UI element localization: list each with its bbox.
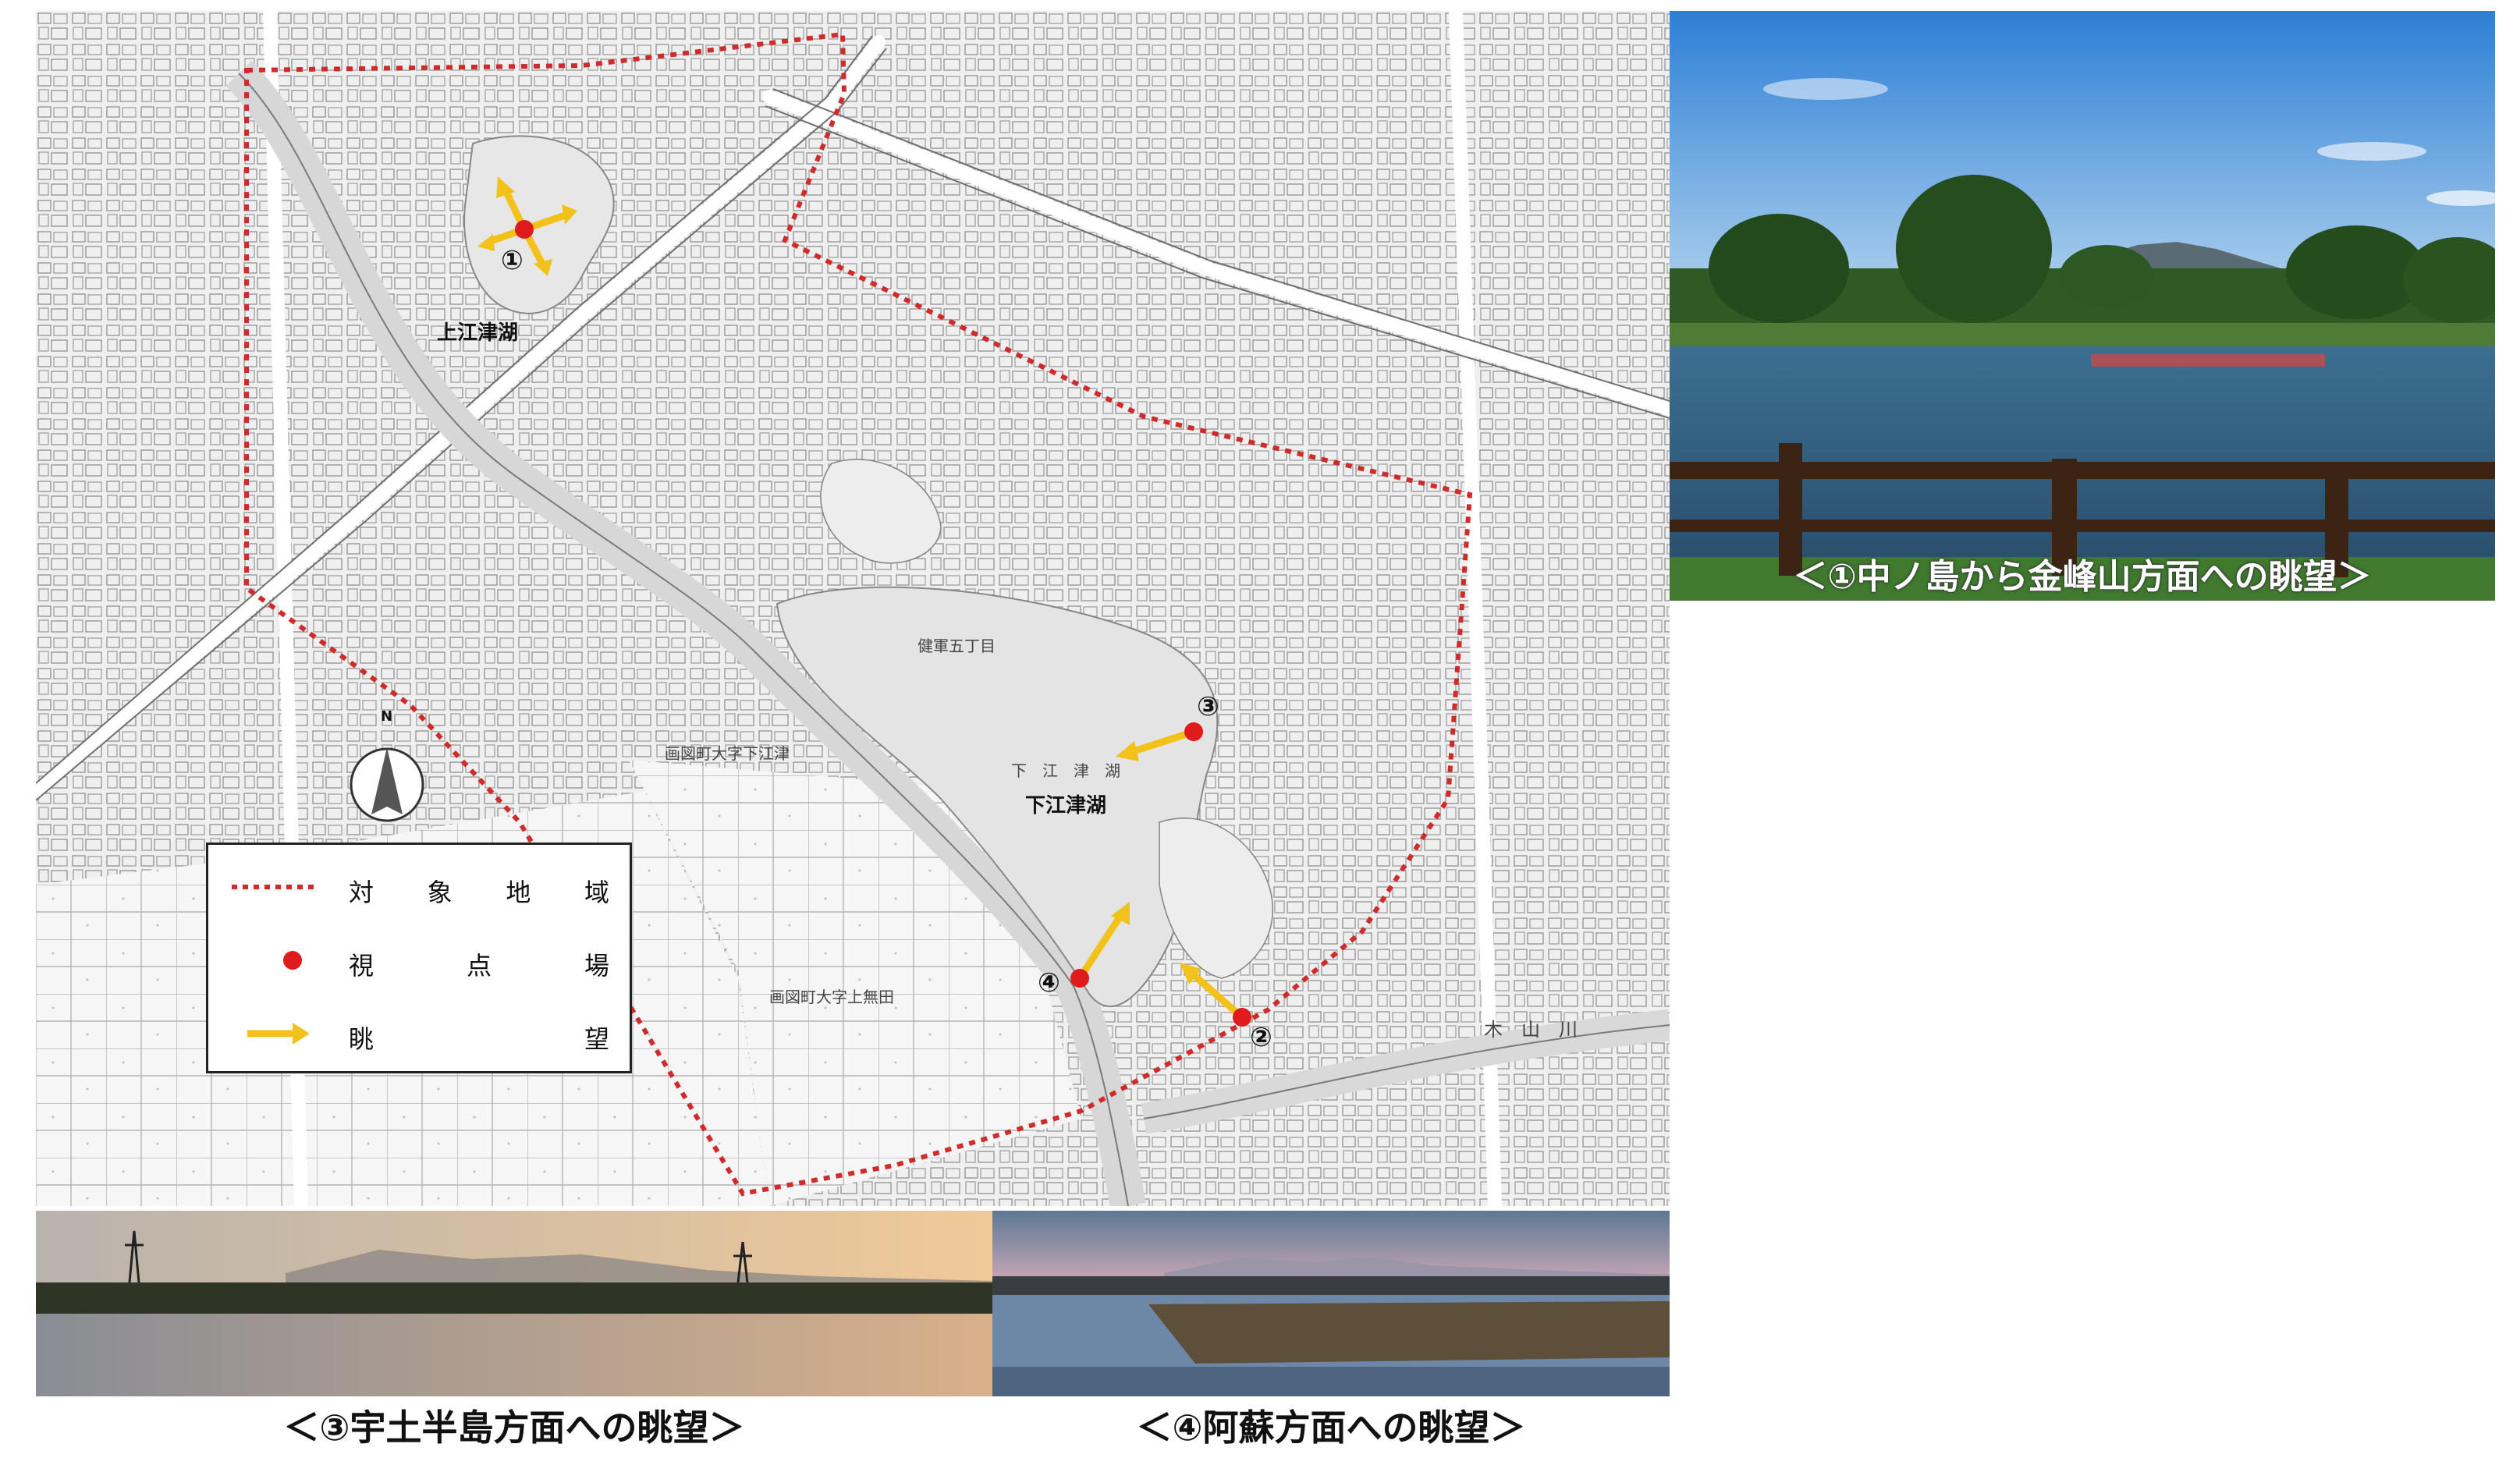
viewpoint-4-arrow xyxy=(1111,902,1130,925)
photo-4-caption: ＜④阿蘇方面への眺望＞ xyxy=(1136,1407,1526,1449)
photo-view-toward-uto-peninsula xyxy=(36,1211,992,1396)
label-lower-lake-small: 下 江 津 湖 xyxy=(1011,761,1120,780)
legend-area-char: 域 xyxy=(584,878,609,907)
legend-view-text: 眺 望 xyxy=(349,1020,609,1055)
study-area-boundary xyxy=(244,31,1473,1197)
legend-view-char: 望 xyxy=(584,1024,609,1054)
view-direction-arrow-icon xyxy=(247,1023,310,1045)
compass-north-arrow-icon xyxy=(350,747,424,822)
photo-view-toward-aso xyxy=(992,1211,1670,1396)
legend-row-viewpoint: 視 点 場 xyxy=(208,937,630,984)
viewpoint-1-number: ① xyxy=(501,245,524,276)
viewpoint-3-arrow xyxy=(1116,741,1139,761)
legend-viewpoint-char: 視 xyxy=(349,951,374,981)
photo-3-image xyxy=(36,1211,992,1396)
label-upper-lake: 上江津湖 xyxy=(437,321,519,345)
viewpoint-3-dot xyxy=(1184,722,1203,741)
photo-view-from-nakanoshima xyxy=(1670,11,2495,601)
viewpoint-2-arrow xyxy=(1180,963,1201,984)
legend-viewpoint-char: 場 xyxy=(584,951,609,981)
viewpoint-2-dot xyxy=(1233,1008,1251,1027)
photo-1-image xyxy=(1670,11,2495,601)
legend-viewpoint-char: 点 xyxy=(466,951,492,981)
label-lower-lake: 下江津湖 xyxy=(1025,794,1107,818)
label-town-shimoezu: 画図町大字下江津 xyxy=(665,744,790,763)
compass-n-label: N xyxy=(381,708,393,725)
viewpoint-2-number: ② xyxy=(1250,1022,1272,1053)
legend-area-char: 象 xyxy=(427,878,453,907)
viewpoint-4-dot xyxy=(1070,969,1089,988)
viewpoint-dot-icon xyxy=(283,951,302,970)
viewpoint-1-dot xyxy=(515,220,534,239)
legend-row-area: 対 象 地 域 xyxy=(208,864,630,910)
legend-area-text: 対 象 地 域 xyxy=(349,873,609,909)
photo-3-caption: ＜③宇土半島方面への眺望＞ xyxy=(283,1407,745,1449)
label-district-kenkun: 健軍五丁目 xyxy=(917,637,996,655)
legend-viewpoint-text: 視 点 場 xyxy=(349,946,609,982)
label-river-kiyama: 木 山 川 xyxy=(1484,1019,1578,1041)
legend-area-char: 地 xyxy=(506,878,531,907)
legend-view-char: 眺 xyxy=(349,1024,374,1054)
viewpoint-3-number: ③ xyxy=(1197,691,1219,722)
viewpoint-4-number: ④ xyxy=(1038,967,1060,999)
legend-area-char: 対 xyxy=(349,878,374,907)
map-legend: 対 象 地 域 視 点 場 眺 望 xyxy=(206,843,632,1073)
photo-1-caption: ＜①中ノ島から金峰山方面への眺望＞ xyxy=(1793,557,2372,597)
legend-boundary-symbol xyxy=(232,885,318,889)
label-town-kaminashi: 画図町大字上無田 xyxy=(769,988,894,1006)
legend-row-view: 眺 望 xyxy=(208,1010,630,1057)
area-map: 上江津湖 下江津湖 下 江 津 湖 健軍五丁目 画図町大字下江津 画図町大字上無… xyxy=(36,11,1670,1206)
photo-4-image xyxy=(992,1211,1670,1396)
